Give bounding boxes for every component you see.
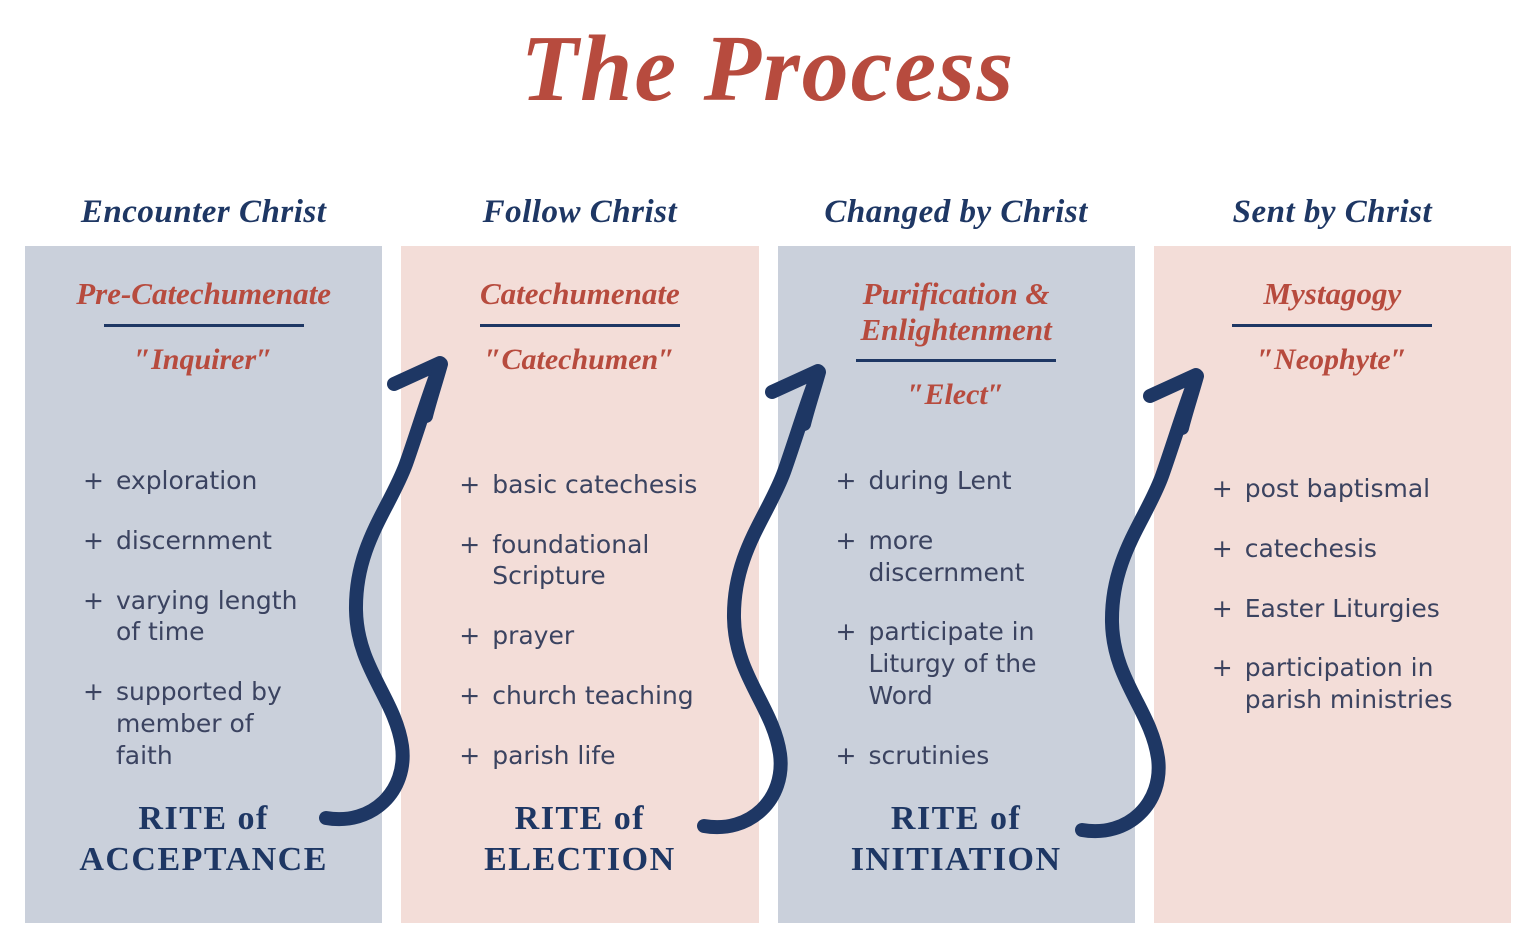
list-item: + supported by member of faith: [83, 676, 354, 771]
column-catechumenate: Follow Christ Catechumenate ″Catechumen″…: [401, 178, 759, 923]
phase-underline: [103, 323, 304, 327]
rite-line1: RITE of: [138, 800, 269, 838]
column-header: Changed by Christ: [824, 193, 1088, 230]
item-list: + exploration + discernment + varying lengt…: [25, 465, 382, 799]
rite-line1: RITE of: [890, 800, 1022, 838]
list-item: + catechesis: [1212, 533, 1483, 565]
plus-icon: +: [1211, 474, 1233, 503]
item-text: varying length of time: [115, 585, 298, 647]
panel-catechumenate: Catechumenate ″Catechumen″ + basic catech…: [401, 246, 759, 923]
column-header: Sent by Christ: [1232, 193, 1433, 230]
list-item: + participation in parish ministries: [1212, 652, 1483, 716]
item-text: supported by member of faith: [115, 677, 282, 770]
list-item: + more discernment: [836, 525, 1107, 589]
plus-icon: +: [1211, 653, 1233, 683]
plus-icon: +: [83, 585, 104, 615]
column-header: Follow Christ: [482, 193, 678, 230]
process-diagram: The Process Encounter Christ Pre-Catechu…: [0, 17, 1536, 950]
plus-icon: +: [459, 469, 481, 499]
item-text: Easter Liturgies: [1244, 593, 1440, 623]
plus-icon: +: [1211, 533, 1233, 563]
rite-label-election: RITE of ELECTION: [401, 799, 758, 881]
item-text: more discernment: [868, 525, 1025, 587]
list-item: + discernment: [83, 525, 354, 557]
phase-block: Pre-Catechumenate ″Inquirer″: [25, 276, 382, 465]
phase-title: Mystagogy: [1263, 276, 1402, 311]
item-text: church teaching: [492, 680, 694, 710]
item-text: basic catechesis: [492, 469, 698, 499]
list-item: + basic catechesis: [459, 469, 730, 501]
phase-name: ″Inquirer″: [134, 342, 273, 376]
plus-icon: +: [83, 677, 104, 707]
plus-icon: +: [459, 529, 481, 559]
plus-icon: +: [83, 466, 104, 496]
rite-line2: ACCEPTANCE: [79, 841, 328, 879]
phase-underline: [1232, 323, 1433, 327]
item-list: + basic catechesis + foundational Scriptur…: [401, 469, 758, 800]
column-pre-catechumenate: Encounter Christ Pre-Catechumenate ″Inqu…: [25, 178, 383, 923]
column-header: Encounter Christ: [80, 193, 327, 230]
plus-icon: +: [459, 740, 481, 770]
item-text: scrutinies: [868, 740, 990, 770]
list-item: + foundational Scripture: [459, 529, 730, 593]
panel-mystagogy: Mystagogy ″Neophyte″ + post baptismal + ca…: [1153, 246, 1511, 923]
rite-line1: RITE of: [514, 800, 646, 838]
panel-purification: Purification & Enlightenment ″Elect″ + du…: [777, 246, 1135, 923]
phase-block: Mystagogy ″Neophyte″: [1154, 276, 1511, 473]
phase-title: Catechumenate: [479, 276, 680, 311]
item-text: exploration: [115, 466, 258, 496]
rite-line2: INITIATION: [850, 841, 1062, 879]
item-text: catechesis: [1244, 533, 1377, 563]
list-item: + scrutinies: [836, 740, 1107, 772]
phase-block: Catechumenate ″Catechumen″: [401, 276, 758, 469]
item-text: post baptismal: [1244, 474, 1431, 503]
list-item: + exploration: [83, 465, 354, 497]
phase-name: ″Neophyte″: [1257, 342, 1408, 376]
item-text: parish life: [492, 740, 616, 770]
rite-line2: ELECTION: [484, 841, 676, 879]
list-item: + varying length of time: [83, 585, 354, 649]
column-purification: Changed by Christ Purification & Enlight…: [777, 178, 1135, 923]
list-item: + Easter Liturgies: [1212, 593, 1483, 625]
rite-label-acceptance: RITE of ACCEPTANCE: [25, 799, 382, 881]
item-text: foundational Scripture: [492, 529, 650, 591]
rite-label-initiation: RITE of INITIATION: [778, 799, 1135, 881]
item-list: + during Lent + more discernment + particip…: [778, 465, 1135, 799]
plus-icon: +: [835, 740, 857, 770]
panel-pre-catechumenate: Pre-Catechumenate ″Inquirer″ + exploratio…: [25, 246, 383, 923]
list-item: + participate in Liturgy of the Word: [836, 616, 1107, 711]
item-text: prayer: [492, 621, 575, 651]
page-title: The Process: [520, 17, 1016, 121]
list-item: + parish life: [459, 740, 730, 772]
item-text: during Lent: [868, 466, 1012, 496]
phase-title: Pre-Catechumenate: [76, 276, 332, 311]
phase-underline: [479, 323, 680, 327]
item-text: discernment: [115, 525, 272, 555]
plus-icon: +: [835, 466, 857, 496]
plus-icon: +: [459, 680, 481, 710]
list-item: + church teaching: [459, 680, 730, 712]
list-item: + post baptismal: [1212, 473, 1483, 505]
phase-underline: [856, 359, 1057, 363]
columns-container: Encounter Christ Pre-Catechumenate ″Inqu…: [25, 178, 1511, 923]
plus-icon: +: [1211, 593, 1233, 623]
list-item: + prayer: [459, 620, 730, 652]
plus-icon: +: [459, 621, 481, 651]
phase-name: ″Elect″: [907, 378, 1005, 412]
phase-title: Purification & Enlightenment: [860, 276, 1052, 347]
plus-icon: +: [835, 617, 857, 647]
phase-block: Purification & Enlightenment ″Elect″: [778, 276, 1135, 465]
plus-icon: +: [83, 525, 104, 555]
list-item: + during Lent: [836, 465, 1107, 497]
column-mystagogy: Sent by Christ Mystagogy ″Neophyte″ + pos…: [1153, 178, 1511, 923]
item-text: participate in Liturgy of the Word: [868, 617, 1037, 710]
phase-name: ″Catechumen″: [484, 342, 675, 376]
item-list: + post baptismal + catechesis + Easter Litu…: [1154, 473, 1511, 881]
plus-icon: +: [835, 525, 857, 555]
item-text: participation in parish ministries: [1244, 653, 1453, 714]
